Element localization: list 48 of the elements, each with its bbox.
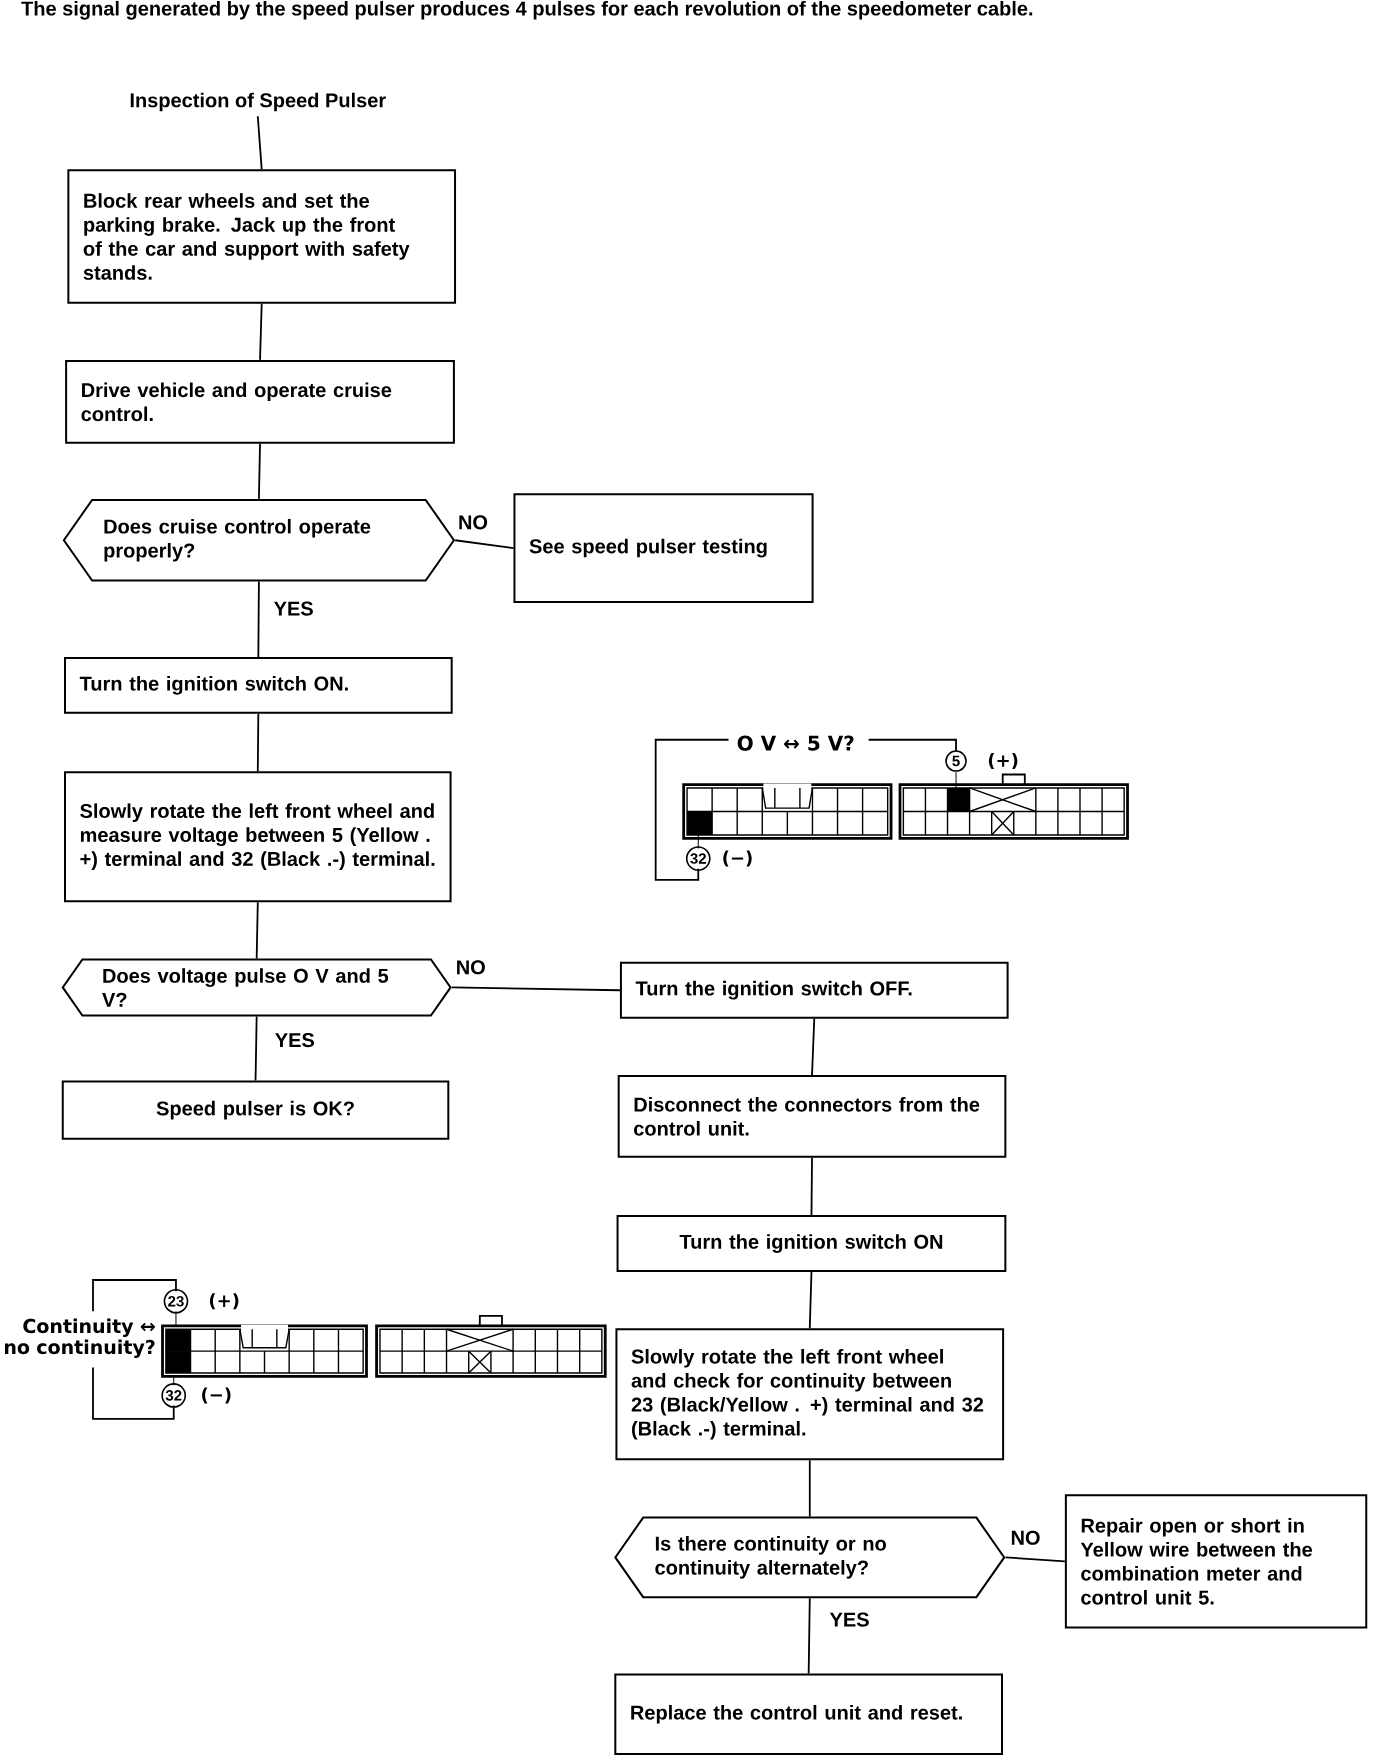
connector-line xyxy=(450,986,621,992)
edge-label: NO xyxy=(453,958,488,977)
decision-hexagon: Does voltage pulse O V and 5 V? xyxy=(61,958,452,1017)
process-box: Turn the ignition switch ON. xyxy=(64,656,453,714)
connector-line xyxy=(454,539,515,549)
connector-line xyxy=(811,1017,816,1076)
callout-number: 32 xyxy=(685,846,711,871)
connector-line xyxy=(257,580,260,658)
polarity-label: (−) xyxy=(723,850,752,867)
polarity-label: (+) xyxy=(988,753,1018,770)
connector-line xyxy=(1004,1556,1066,1563)
heading: Inspection of Speed Pulser xyxy=(130,92,386,112)
measurement-label: Continuity ↔ no continuity? xyxy=(5,1318,155,1359)
process-box: Slowly rotate the left front wheel and measure voltage between 5 (Yellow . +) terminal and 32 (Black .-) terminal. xyxy=(64,771,452,903)
edge-label: YES xyxy=(271,599,316,618)
process-box: Turn the ignition switch ON xyxy=(616,1215,1007,1272)
process-box: Disconnect the connectors from the control unit. xyxy=(617,1075,1007,1158)
callout-number: 23 xyxy=(163,1288,189,1314)
process-box: Repair open or short in Yellow wire between the combination meter and control unit 5. xyxy=(1064,1494,1368,1629)
measurement-label: O V ↔ 5 V? xyxy=(734,733,857,753)
edge-label: YES xyxy=(827,1610,872,1629)
process-box: Turn the ignition switch OFF. xyxy=(619,961,1009,1019)
title: The signal generated by the speed pulser produces 4 pulses for each revolution of the speedometer cable. xyxy=(21,0,1033,20)
connector-line xyxy=(258,442,261,500)
process-box: Replace the control unit and reset. xyxy=(614,1673,1003,1756)
connector-line xyxy=(808,1459,811,1518)
process-box: See speed pulser testing xyxy=(513,493,814,603)
polarity-label: (−) xyxy=(202,1387,231,1404)
callout-number: 32 xyxy=(161,1383,187,1408)
connector-line xyxy=(254,1015,258,1082)
connector-line xyxy=(259,302,263,361)
connector-line xyxy=(808,1271,813,1330)
connector-line xyxy=(807,1597,811,1675)
process-box: Block rear wheels and set the parking brake. Jack up the front of the car and support with safety stands. xyxy=(67,169,457,304)
callout-number: 5 xyxy=(945,750,967,772)
edge-label: YES xyxy=(272,1031,317,1050)
edge-label: NO xyxy=(1008,1528,1043,1547)
connector-line xyxy=(256,712,260,773)
decision-hexagon: Is there continuity or no continuity alternately? xyxy=(614,1516,1006,1599)
edge-label: NO xyxy=(456,513,490,532)
connector-line xyxy=(256,115,263,171)
polarity-label: (+) xyxy=(209,1293,239,1310)
decision-hexagon: Does cruise control operate properly? xyxy=(62,498,456,582)
process-box: Slowly rotate the left front wheel and check for continuity between 23 (Black/Yellow . +) terminal and 32 (Black .-) terminal. xyxy=(615,1328,1005,1461)
process-box: Speed pulser is OK? xyxy=(61,1080,450,1140)
connector-line xyxy=(255,901,259,960)
process-box: Drive vehicle and operate cruise control. xyxy=(65,359,455,444)
connector-line xyxy=(810,1156,813,1216)
